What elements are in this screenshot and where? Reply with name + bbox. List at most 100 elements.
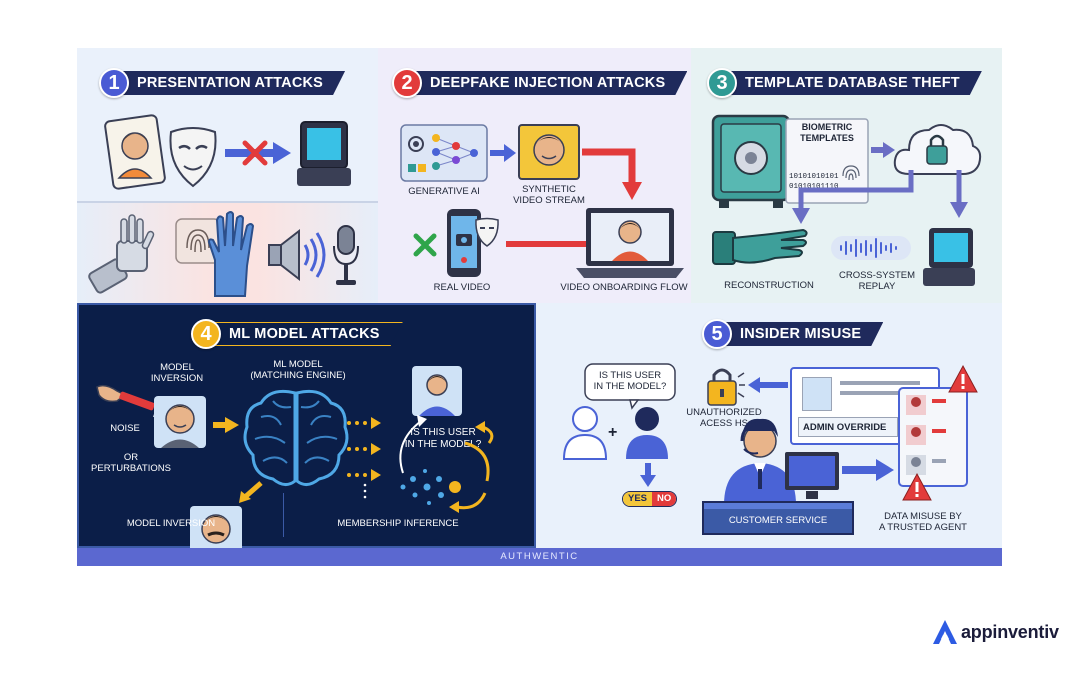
blocked-arrow [225, 142, 291, 164]
panel-number: 4 [191, 319, 221, 349]
panel-ml-model-attacks: 4 ML MODEL ATTACKS MODEL INVERSION NOISE… [77, 303, 536, 548]
panel-number: 5 [702, 319, 732, 349]
waveform-icon [831, 236, 911, 260]
binary-data-1: 10101010101 [789, 173, 839, 181]
panel-header: 5 INSIDER MISUSE [702, 319, 883, 349]
biometric-scanner-icon [297, 121, 351, 186]
panel-header: 4 ML MODEL ATTACKS [191, 319, 403, 349]
yes-option: YES [623, 492, 653, 506]
onboarding-flow-label: VIDEO ONBOARDING FLOW [560, 282, 688, 293]
profile-list [898, 387, 968, 487]
synthetic-stream-label-2: VIDEO STREAM [513, 195, 585, 206]
text-line [840, 391, 900, 395]
ml-model-label-1: ML MODEL [273, 359, 323, 370]
user-icon [412, 366, 462, 416]
synthetic-stream-label-1: SYNTHETIC [522, 184, 576, 195]
arrow [213, 417, 239, 433]
admin-override-button: ADMIN OVERRIDE [798, 417, 898, 437]
panel-deepfake-injection: 2 DEEPFAKE INJECTION ATTACKS GENERATIVE … [378, 48, 691, 303]
warning-icon [902, 472, 932, 501]
plus-sign: + [608, 424, 618, 441]
blocked-x-icon [242, 140, 268, 166]
mask-icon [475, 217, 499, 247]
face-icon [190, 506, 242, 548]
panel-header: 2 DEEPFAKE INJECTION ATTACKS [392, 68, 687, 98]
question-label-2: IN THE MODEL? [404, 439, 482, 450]
appinventiv-logo-icon [933, 620, 957, 644]
unauthorized-label-2: ACESS HS [699, 418, 749, 429]
ml-model-label-2: (MATCHING ENGINE) [250, 370, 346, 381]
profile-photo [802, 377, 832, 411]
question-label-1: IS THIS USER [598, 370, 662, 381]
binary-data-2: 01010101110 [789, 183, 839, 191]
phone-icon [447, 209, 481, 277]
question-label-2: IN THE MODEL? [593, 381, 667, 392]
brand-name: appinventiv [961, 621, 1059, 642]
divider [77, 201, 378, 203]
generative-ai-label: GENERATIVE AI [408, 186, 480, 197]
replay-label-2: REPLAY [858, 281, 896, 292]
microphone-icon [333, 225, 359, 285]
footer-brand: AUTHWENTIC [500, 551, 579, 562]
membership-inference-label: MEMBERSHIP INFERENCE [337, 518, 459, 529]
customer-service-label: CUSTOMER SERVICE [728, 515, 828, 526]
warning-icon [948, 364, 978, 393]
question-label-1: IS THIS USER [410, 427, 476, 438]
panel-title: PRESENTATION ATTACKS [121, 71, 345, 95]
brain-icon [243, 389, 349, 486]
reconstruction-label: RECONSTRUCTION [724, 280, 814, 291]
or-label: OR [123, 452, 139, 463]
model-inversion-bottom-label: MODEL INVERSION [126, 518, 216, 529]
arrow [640, 463, 656, 487]
template-document [785, 118, 869, 204]
data-points [400, 469, 461, 505]
data-misuse-label-1: DATA MISUSE BY [884, 511, 962, 522]
theft-arrows [792, 170, 968, 224]
noise-label: NOISE [110, 423, 140, 434]
no-option: NO [652, 492, 677, 506]
panel-header: 1 PRESENTATION ATTACKS [99, 68, 345, 98]
lock-icon [707, 368, 745, 406]
perturbations-label: PERTURBATIONS [91, 463, 171, 474]
panel-title: ML MODEL ATTACKS [213, 322, 403, 346]
panel-title: DEEPFAKE INJECTION ATTACKS [414, 71, 687, 95]
cloud-lock-icon [893, 124, 982, 175]
arrow [239, 481, 263, 503]
model-inversion-top-1: MODEL [160, 362, 194, 373]
id-card-icon [104, 114, 166, 190]
arrow [748, 377, 788, 393]
real-video-label: REAL VIDEO [433, 282, 491, 293]
panel-presentation-attacks: 1 PRESENTATION ATTACKS [77, 48, 378, 303]
data-misuse-label-2: A TRUSTED AGENT [879, 522, 967, 533]
model-inversion-top-2: INVERSION [150, 373, 204, 384]
text-line [840, 381, 920, 385]
footer-bar: AUTHWENTIC [77, 548, 1002, 566]
panel-number: 2 [392, 68, 422, 98]
glove-hand-icon [207, 211, 255, 297]
fingerprint-icon [175, 218, 221, 264]
panel-title: INSIDER MISUSE [724, 322, 883, 346]
arrow [871, 142, 895, 158]
inference-arrows [347, 417, 381, 499]
unauthorized-label-1: UNAUTHORIZED [686, 407, 762, 418]
divider [283, 493, 284, 537]
monitor-icon [785, 452, 839, 499]
allowed-x-icon [413, 233, 437, 257]
agent-icon [724, 418, 796, 505]
arrow [842, 459, 894, 481]
panel-border [77, 303, 536, 548]
panel-header: 3 TEMPLATE DATABASE THEFT [707, 68, 982, 98]
feedback-arrows [399, 415, 494, 513]
biometric-scanner-icon [923, 228, 975, 286]
face-icon [154, 396, 206, 448]
neural-network-icon [400, 124, 488, 182]
biometric-label-2: TEMPLATES [800, 133, 854, 143]
synthetic-face-icon [518, 124, 580, 180]
vault-icon [711, 114, 791, 208]
severed-hand-icon [712, 228, 808, 265]
brand-logo: appinventiv [932, 619, 1059, 645]
service-desk: CUSTOMER SERVICE [702, 501, 854, 535]
panel-insider-misuse-content: + YES NO UNAUTHORIZED ACESS HS ADMIN OVE… [536, 303, 1002, 548]
panel-template-theft: 3 TEMPLATE DATABASE THEFT BIOMETRIC TEMP… [691, 48, 1002, 303]
speaker-icon [268, 228, 326, 282]
